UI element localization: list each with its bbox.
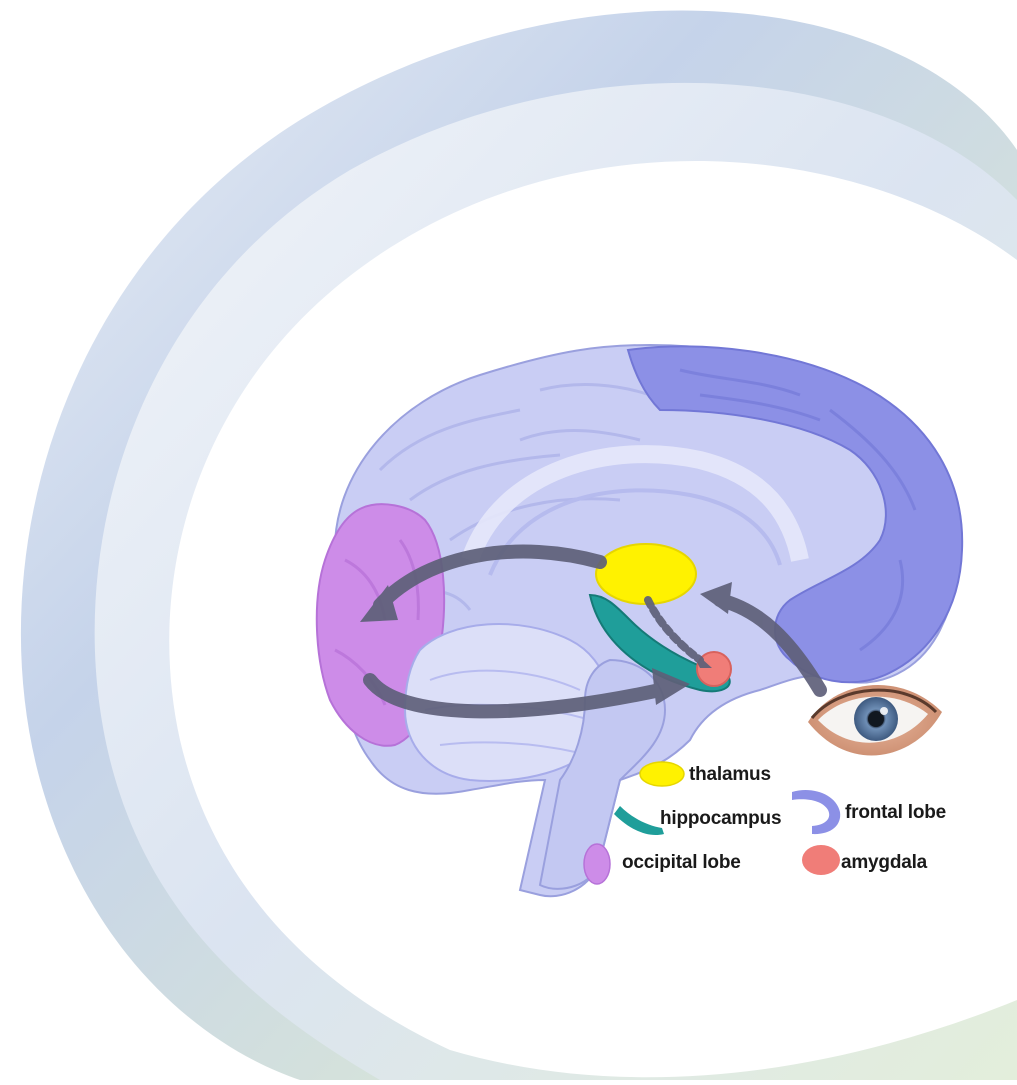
thalamus-swatch [640, 762, 684, 786]
legend-frontal-lobe-label: frontal lobe [845, 802, 946, 824]
legend-hippocampus-label: hippocampus [660, 808, 781, 830]
legend-occipital-lobe-label: occipital lobe [622, 852, 741, 874]
occipital-lobe-swatch [584, 844, 610, 884]
legend-thalamus-label: thalamus [689, 764, 771, 786]
amygdala-swatch [802, 845, 840, 875]
thalamus-region [596, 544, 696, 604]
legend-amygdala-label: amygdala [841, 852, 927, 874]
